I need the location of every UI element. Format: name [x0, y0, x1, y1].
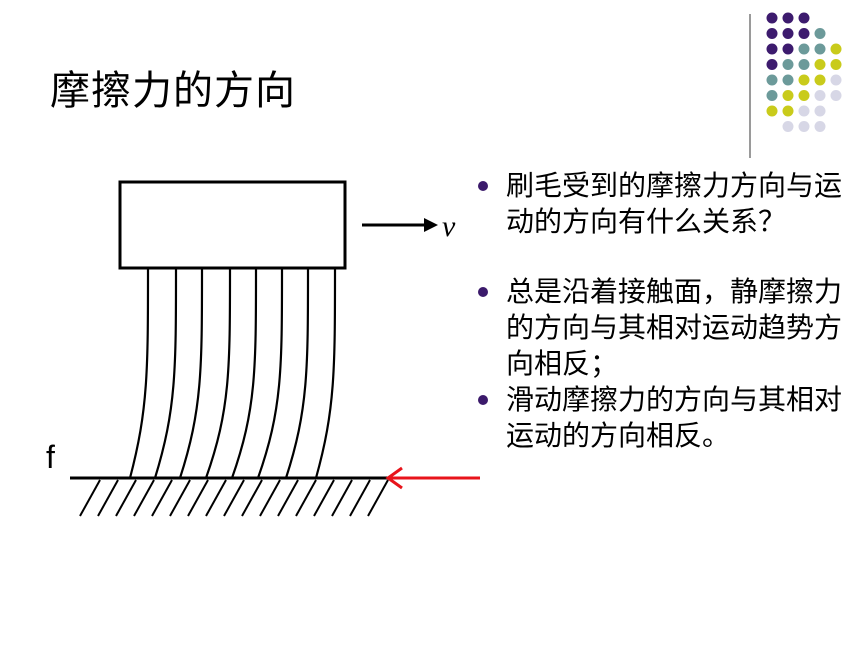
velocity-label: v: [442, 210, 456, 243]
hatch-line: [367, 479, 389, 517]
hatch-line: [223, 479, 245, 517]
hatch-line: [133, 479, 155, 517]
hatch-line: [169, 479, 191, 517]
decorative-dot: [798, 90, 810, 101]
decorative-dot: [782, 90, 794, 101]
bullet-dot-icon: [478, 287, 488, 297]
decorative-dot: [766, 74, 778, 86]
bristle: [153, 267, 178, 479]
bristle: [230, 267, 258, 479]
bullet-text: 总是沿着接触面，静摩擦力的方向与其相对运动趋势方向相反；: [506, 275, 843, 380]
hatch-line: [79, 479, 101, 517]
bullet-dot-icon: [478, 395, 488, 405]
decorative-dot: [766, 90, 778, 101]
bullet-text: 刷毛受到的摩擦力方向与运动的方向有什么关系？: [506, 169, 843, 238]
decorative-dot: [766, 28, 778, 39]
ground-hatching: [79, 479, 389, 517]
decorative-dot: [830, 59, 842, 70]
hatch-line: [205, 479, 227, 517]
hatch-line: [313, 479, 335, 517]
decorative-dot: [814, 43, 826, 55]
decorative-dot: [798, 12, 810, 24]
bullet-item: 刷毛受到的摩擦力方向与运动的方向有什么关系？: [476, 168, 846, 240]
bristle: [284, 267, 310, 479]
hatch-line: [295, 479, 317, 517]
decorative-dot: [814, 28, 826, 39]
decorative-dot: [798, 43, 810, 55]
brush-friction-diagram: v f: [46, 180, 480, 517]
decorative-dot: [798, 74, 810, 86]
decorative-dot: [814, 90, 826, 101]
decorative-dot: [782, 28, 794, 39]
decorative-dot: [830, 43, 842, 55]
bristle: [178, 267, 204, 479]
decorative-dot: [814, 59, 826, 70]
friction-arrow-head: [385, 466, 403, 490]
bristle: [204, 267, 232, 479]
decorative-dot: [766, 43, 778, 55]
decorative-dot: [830, 74, 842, 86]
bullet-text: 滑动摩擦力的方向与其相对运动的方向相反。: [506, 383, 843, 452]
bullet-item: 总是沿着接触面，静摩擦力的方向与其相对运动趋势方向相反；: [476, 274, 846, 382]
hatch-line: [115, 479, 137, 517]
decorative-dot: [798, 121, 810, 132]
velocity-arrow-head: [424, 218, 438, 232]
slide-title: 摩擦力的方向: [50, 68, 296, 114]
hatch-line: [187, 479, 209, 517]
decorative-dot: [766, 59, 778, 70]
decorative-dot: [766, 12, 778, 24]
decorative-dot: [782, 59, 794, 70]
hatch-line: [97, 479, 119, 517]
bullet-item: 滑动摩擦力的方向与其相对运动的方向相反。: [476, 382, 846, 454]
decorative-dot: [814, 121, 826, 132]
bullet-list: 刷毛受到的摩擦力方向与运动的方向有什么关系？ 总是沿着接触面，静摩擦力的方向与其…: [476, 168, 846, 454]
bristle: [314, 267, 337, 479]
bristle: [128, 267, 150, 479]
bristles: [128, 267, 337, 479]
decorative-dot: [782, 105, 794, 117]
hatch-line: [277, 479, 299, 517]
hatch-line: [151, 479, 173, 517]
bristle: [256, 267, 284, 479]
decorative-dot: [814, 74, 826, 86]
brush-block: [118, 180, 347, 270]
decorative-dot: [830, 90, 842, 101]
decorative-dot: [782, 12, 794, 24]
decorative-dot: [782, 74, 794, 86]
decorative-dot: [814, 105, 826, 117]
hatch-line: [349, 479, 371, 517]
friction-label: f: [46, 439, 55, 475]
decorative-dot: [798, 28, 810, 39]
decorative-dot-grid: [766, 12, 842, 132]
decorative-dot: [782, 121, 794, 132]
hatch-line: [259, 479, 281, 517]
decorative-dot: [798, 105, 810, 117]
bullet-dot-icon: [478, 181, 488, 191]
decorative-dot: [782, 43, 794, 55]
divider-line: [749, 14, 751, 158]
decorative-dot: [798, 59, 810, 70]
hatch-line: [241, 479, 263, 517]
hatch-line: [331, 479, 353, 517]
decorative-dot: [766, 105, 778, 117]
